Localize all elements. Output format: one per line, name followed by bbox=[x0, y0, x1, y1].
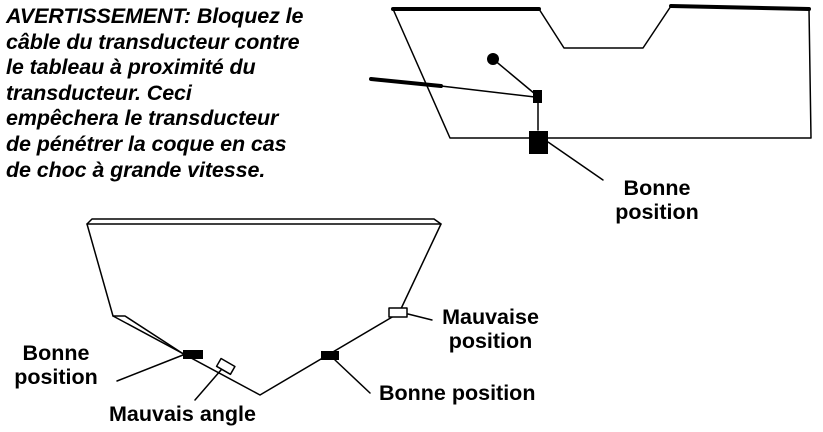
transom-outline bbox=[392, 5, 812, 139]
hull-outline bbox=[86, 223, 442, 396]
warning-line: AVERTISSEMENT: Bloquez le bbox=[6, 4, 304, 28]
leader-top-good-position bbox=[547, 141, 604, 181]
transducer-good-position-top bbox=[529, 131, 548, 154]
transducer-cable-outer bbox=[369, 77, 443, 88]
transducer-bad-position bbox=[388, 307, 408, 318]
label-top-good-position: Bonne position bbox=[615, 176, 699, 224]
warning-line: le tableau à proximité du bbox=[6, 55, 256, 80]
cable-clamp-assembly bbox=[369, 53, 604, 181]
warning-line: de pénétrer la coque en cas bbox=[6, 131, 287, 156]
warning-line: câble du transducteur contre bbox=[6, 29, 300, 54]
transducer-good-position-right bbox=[321, 351, 339, 360]
hull-chine bbox=[112, 315, 186, 356]
transducer-bad-angle bbox=[215, 357, 236, 376]
label-right-good-position: Bonne position bbox=[379, 381, 536, 405]
warning-line: empêchera le transducteur bbox=[6, 106, 279, 131]
cable-clamp bbox=[533, 90, 542, 103]
leader-left-good-position bbox=[116, 354, 184, 382]
leader-right-good-position bbox=[334, 359, 371, 394]
clamp-line bbox=[492, 58, 536, 95]
hull-top-rim bbox=[86, 218, 442, 225]
hull-cross-section bbox=[86, 218, 442, 401]
transom-rear-view bbox=[391, 4, 812, 139]
transducer-good-position-left bbox=[183, 350, 203, 359]
warning-line: transducteur. Ceci bbox=[6, 80, 192, 105]
label-bad-angle: Mauvais angle bbox=[109, 402, 256, 426]
warning-text: AVERTISSEMENT: Bloquez le câble du trans… bbox=[6, 4, 386, 183]
transducer-cable bbox=[440, 85, 536, 98]
warning-line: de choc à grande vitesse. bbox=[6, 157, 266, 182]
leader-bad-angle bbox=[194, 369, 222, 401]
label-left-good-position: Bonne position bbox=[14, 341, 98, 389]
label-bad-position: Mauvaise position bbox=[442, 305, 539, 353]
leader-bad-position bbox=[407, 313, 433, 321]
